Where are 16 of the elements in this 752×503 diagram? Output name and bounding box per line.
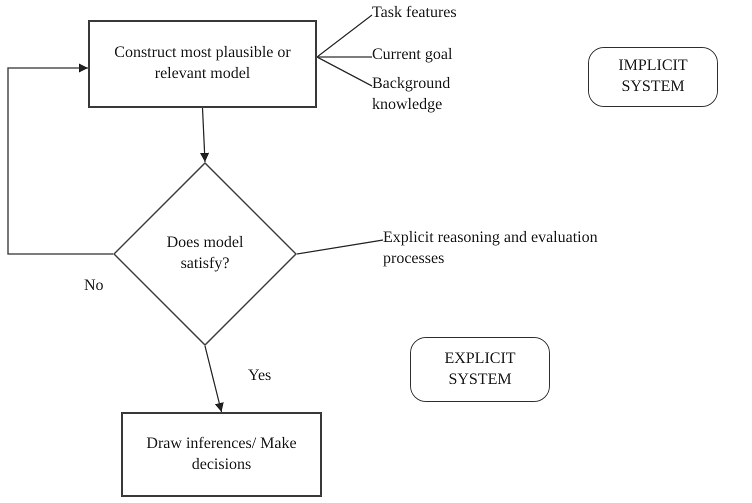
arrow: [200, 108, 210, 162]
process-box: Draw inferences/ Make decisions: [121, 412, 322, 497]
annotation-text: Background knowledge: [372, 74, 482, 120]
system-box: IMPLICIT SYSTEM: [588, 47, 718, 107]
system-box: EXPLICIT SYSTEM: [410, 337, 550, 402]
annotation-text: Explicit reasoning and evaluation processes: [383, 228, 613, 278]
arrow: [204, 346, 224, 412]
annotation-text: Current goal: [372, 45, 502, 69]
connector-line: [317, 56, 372, 58]
connector-line: [316, 56, 372, 87]
decision-diamond: Does model satisfy?: [113, 162, 297, 346]
arrow: [7, 63, 113, 255]
process-box: Construct most plausible or relevant model: [88, 20, 317, 108]
annotation-text: Task features: [372, 3, 502, 27]
connector-line: [296, 239, 384, 255]
connector-line: [316, 14, 372, 58]
